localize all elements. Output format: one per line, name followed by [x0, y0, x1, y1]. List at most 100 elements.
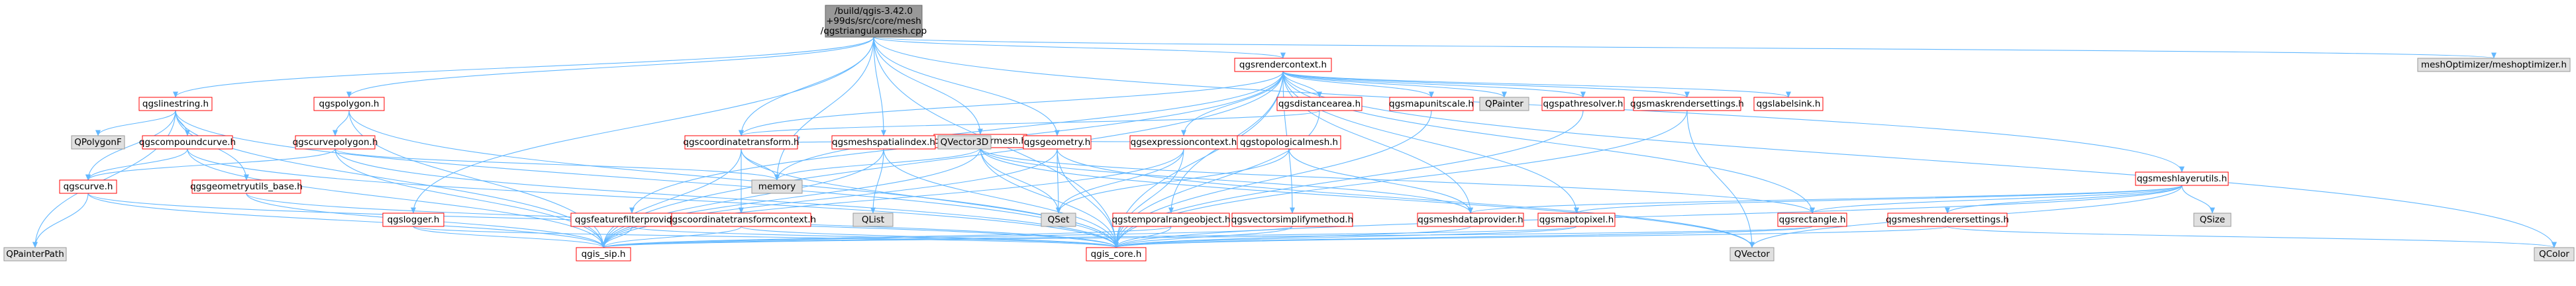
node-qgslogger[interactable]: qgslogger.h — [382, 213, 444, 227]
node-label: qgis_sip.h — [582, 249, 626, 260]
node-qlist: QList — [852, 213, 894, 227]
node-qpolygonf: QPolygonF — [71, 135, 125, 150]
node-qgis_core[interactable]: qgis_core.h — [1086, 247, 1147, 262]
node-qgsmaskrendersettings[interactable]: qgsmaskrendersettings.h — [1630, 97, 1744, 111]
node-label: /qgstriangularmesh.cpp — [821, 26, 927, 36]
edge-qgstriangularmesh-to-qset — [980, 147, 1061, 214]
edge-qgsmeshspatialindex-to-qlist — [870, 148, 884, 214]
node-label: qgsmeshspatialindex.h — [832, 137, 935, 148]
node-box — [1479, 97, 1529, 111]
node-qgsdistancearea[interactable]: qgsdistancearea.h — [1276, 97, 1363, 111]
node-label: QSet — [1048, 215, 1070, 225]
node-box — [313, 97, 385, 111]
node-box — [1276, 97, 1363, 111]
node-label: /build/qgis-3.42.0 — [835, 6, 913, 17]
node-box — [1537, 213, 1616, 227]
edge-qgsrendercontext-to-qgspathresolver — [1282, 71, 1586, 98]
edge-qgsgeometry-to-qvector — [1056, 148, 1755, 248]
edge-qgscompoundcurve-to-qgis_core — [187, 148, 1119, 248]
edge-root-to-memory — [774, 36, 874, 181]
edge-qgsgeometry-to-qgis_sip — [601, 148, 1058, 248]
edge-qgsdistancearea-to-qgscoordinatetransform — [739, 110, 1320, 136]
node-qgsmeshrenderersettings[interactable]: qgsmeshrenderersettings.h — [1886, 213, 2009, 227]
node-root[interactable]: /build/qgis-3.42.0+99ds/src/core/mesh/qg… — [821, 5, 927, 38]
node-label: QList — [862, 215, 884, 225]
node-box — [191, 179, 301, 194]
edge-qgscurve-to-qgis_sip — [87, 193, 606, 248]
node-box — [684, 135, 798, 150]
node-qgsrendercontext[interactable]: qgsrendercontext.h — [1234, 58, 1332, 72]
node-box — [138, 97, 213, 111]
node-qgsmeshdataprovider[interactable]: qgsmeshdataprovider.h — [1417, 213, 1524, 227]
edge-qgsmeshspatialindex-to-qgis_sip — [601, 148, 884, 248]
edge-qgsrendercontext-to-qcolor — [1282, 71, 2557, 248]
node-qgsexpressioncontext[interactable]: qgsexpressioncontext.h — [1129, 135, 1238, 150]
edge-qgsmeshlayerutils-to-qgsmaptopixel — [1574, 185, 2183, 214]
node-box — [1729, 247, 1775, 262]
node-box — [2417, 58, 2571, 72]
edge-qgscurvepolygon-to-qgscurve — [85, 148, 336, 181]
node-qgsfeaturefilterprovider[interactable]: qgsfeaturefilterprovider.h — [570, 213, 694, 227]
edge-root-to-qgsmeshspatialindex — [873, 36, 886, 136]
edge-qgsmeshspatialindex-to-qgis_core — [883, 148, 1119, 248]
node-label: qgsrectangle.h — [1779, 215, 1846, 225]
node-qgscompoundcurve[interactable]: qgscompoundcurve.h — [139, 135, 236, 150]
edge-qgsdistancearea-to-qgis_core — [1113, 110, 1320, 248]
node-label: QSize — [2200, 215, 2225, 225]
node-label: qgsgeometryutils_base.h — [190, 181, 303, 192]
node-qgscurvepolygon[interactable]: qgscurvepolygon.h — [293, 135, 378, 150]
node-box — [825, 5, 923, 38]
node-label: qgsexpressioncontext.h — [1131, 137, 1237, 148]
node-qvector: QVector — [1729, 247, 1775, 262]
node-qgsrectangle[interactable]: qgsrectangle.h — [1777, 213, 1847, 227]
node-label: qgspathresolver.h — [1543, 99, 1623, 109]
edge-qgspolygon-to-qgscurvepolygon — [333, 110, 350, 136]
edge-root-to-qgslogger — [411, 36, 874, 214]
edge-qgslogger-to-qgis_core — [413, 226, 1119, 248]
node-qgscoordinatetransform[interactable]: qgscoordinatetransform.h — [683, 135, 799, 150]
node-qgsmeshlayerutils[interactable]: qgsmeshlayerutils.h — [2135, 171, 2229, 186]
node-qgis_sip[interactable]: qgis_sip.h — [576, 247, 631, 262]
node-label: qgsmapunitscale.h — [1389, 99, 1474, 109]
node-label: QPainter — [1485, 99, 1523, 109]
edge-qgscurve-to-qpainterpath — [32, 193, 89, 248]
edge-qgscurvepolygon-to-memory — [335, 148, 780, 181]
node-box — [937, 135, 992, 150]
node-qgscurve[interactable]: qgscurve.h — [59, 179, 117, 194]
node-qgspathresolver[interactable]: qgspathresolver.h — [1541, 97, 1625, 111]
node-qgslabelsink[interactable]: qgslabelsink.h — [1753, 97, 1824, 111]
node-box — [1417, 213, 1524, 227]
edge-qgsrendercontext-to-qpainter — [1282, 71, 1507, 98]
edge-qgscurvepolygon-to-qgis_core — [335, 148, 1119, 248]
node-box — [1112, 213, 1230, 227]
edge-qgstopologicalmesh-to-qgsmeshdataprovider — [1288, 148, 1473, 214]
node-qgsmeshspatialindex[interactable]: qgsmeshspatialindex.h — [831, 135, 936, 150]
edge-qgslinestring-to-qpolygonf — [95, 110, 176, 136]
edge-qgsmeshlayerutils-to-qgis_core — [1113, 185, 2183, 248]
node-box — [1231, 213, 1353, 227]
node-label: QVector — [1734, 249, 1770, 260]
node-qgsgeometryutils_base[interactable]: qgsgeometryutils_base.h — [190, 179, 303, 194]
node-box — [142, 135, 233, 150]
edge-qgsrendercontext-to-qgslabelsink — [1282, 71, 1791, 98]
node-box — [671, 213, 811, 227]
node-qgstopologicalmesh[interactable]: qgstopologicalmesh.h — [1237, 135, 1341, 150]
node-qgstemporalrangeobject[interactable]: qgstemporalrangeobject.h — [1111, 213, 1231, 227]
edge-qgsrectangle-to-qgis_sip — [601, 226, 1813, 248]
node-qgsgeometry[interactable]: qgsgeometry.h — [1023, 135, 1092, 150]
edge-qgsmeshrenderersettings-to-qcolor — [1947, 226, 2557, 248]
node-qgsmapunitscale[interactable]: qgsmapunitscale.h — [1389, 97, 1474, 111]
node-qgslinestring[interactable]: qgslinestring.h — [138, 97, 213, 111]
edge-qgsmeshrenderersettings-to-qgis_core — [1113, 226, 1948, 248]
edge-qgstriangularmesh-to-memory — [774, 147, 981, 181]
node-qgsmaptopixel[interactable]: qgsmaptopixel.h — [1537, 213, 1616, 227]
edge-qgsrendercontext-to-qgsrectangle — [1282, 71, 1815, 214]
node-label: qgscurvepolygon.h — [293, 137, 378, 148]
node-qgsvectorsimplifymethod[interactable]: qgsvectorsimplifymethod.h — [1231, 213, 1354, 227]
node-qpainter: QPainter — [1479, 97, 1529, 111]
edge-qgsrendercontext-to-qgscoordinatetransform — [739, 71, 1284, 136]
node-box — [295, 135, 376, 150]
node-qgscoordinatetransformcontext[interactable]: qgscoordinatetransformcontext.h — [666, 213, 816, 227]
node-qgspolygon[interactable]: qgspolygon.h — [313, 97, 385, 111]
edge-qgsgeometry-to-qgis_core — [1056, 148, 1119, 248]
